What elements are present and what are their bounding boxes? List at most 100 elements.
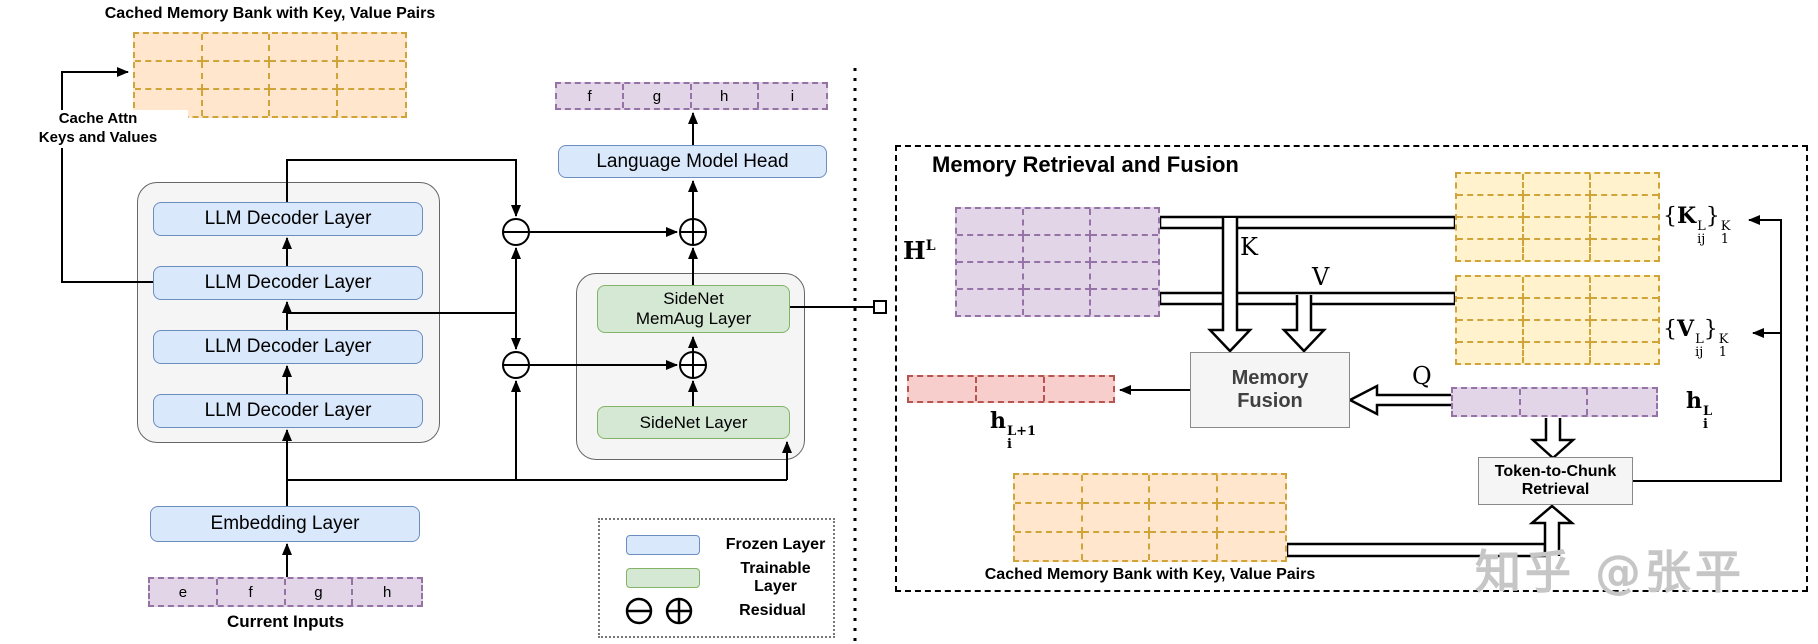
- grid-cell: [1524, 321, 1591, 343]
- v-set-outer-sup: K: [1718, 332, 1729, 347]
- grid-cell: [1591, 299, 1658, 321]
- panel-connector-square: [873, 300, 887, 314]
- k-bus-bar: [1158, 215, 1457, 230]
- cached-membank-grid-right: [1013, 473, 1287, 562]
- grid-cell: [1457, 277, 1524, 299]
- v-cache-grid: [1455, 275, 1660, 365]
- k-cache-grid: [1455, 172, 1660, 262]
- grid-cell: [1150, 533, 1218, 560]
- memory-retrieval-panel: [895, 145, 1808, 592]
- v-hollow-arrow: [1281, 295, 1327, 353]
- h-i-sub: i: [1703, 417, 1708, 432]
- k-set-outer-sup: K: [1720, 219, 1731, 234]
- grid-cell: [1591, 218, 1658, 240]
- watermark: 知乎 @张平: [1475, 545, 1746, 599]
- k-label: K: [1240, 233, 1258, 261]
- grid-cell: [957, 263, 1024, 290]
- output-token-cell: h: [692, 84, 759, 108]
- k-set-close: }: [1705, 204, 1720, 229]
- k-set-base: K: [1677, 203, 1697, 229]
- grid-cell: [1524, 174, 1591, 196]
- grid-cell: [1015, 475, 1083, 504]
- input-token-cell: h: [382, 583, 392, 601]
- grid-cell: [1083, 533, 1150, 560]
- hidden-to-retrieval-hollow-arrow: [1529, 418, 1577, 460]
- grid-cell: [270, 34, 338, 62]
- retrieval-line2: Retrieval: [1521, 481, 1590, 498]
- grid-cell: [202, 34, 270, 62]
- llm-decoder-layer-3: LLM Decoder Layer: [153, 330, 423, 364]
- h-i-sup: L: [1703, 404, 1713, 419]
- legend-trainable-row: Trainable Layer: [600, 559, 833, 595]
- top-hidden-tap-connector: [286, 159, 521, 217]
- grid-cell: [1457, 196, 1524, 218]
- grid-cell: [957, 290, 1024, 315]
- k-set-outer-sub: 1: [1720, 232, 1730, 247]
- input-token-row: e f g h: [148, 577, 423, 607]
- h-i-base: h: [1686, 388, 1702, 414]
- grid-cell: [1217, 504, 1285, 533]
- fusion-line1: Memory: [1231, 367, 1309, 389]
- circled-plus-icon: [665, 597, 693, 624]
- hl-base: H: [903, 236, 926, 265]
- v-set-sub: ij: [1695, 345, 1704, 360]
- v-set-close: }: [1703, 317, 1718, 342]
- grid-cell: [1082, 475, 1150, 504]
- grid-cell: [1591, 174, 1658, 196]
- cache-attn-line2: Keys and Values: [38, 128, 158, 146]
- grid-cell: [1524, 277, 1591, 299]
- residual-label: Residual: [739, 601, 806, 619]
- sidenet-memaug-box: SideNet MemAug Layer: [597, 285, 790, 333]
- retrieval-line1: Token-to-Chunk: [1494, 462, 1617, 480]
- grid-cell: [1457, 218, 1524, 240]
- language-model-head-box: Language Model Head: [558, 145, 827, 178]
- grid-cell: [1091, 263, 1158, 290]
- left-membank-title: Cached Memory Bank with Key, Value Pairs: [104, 5, 436, 22]
- trainable-layer-swatch: [626, 567, 700, 588]
- grid-cell: [1024, 236, 1091, 263]
- cached-membank-grid-left: [133, 32, 407, 118]
- circled-minus-icon: [625, 597, 653, 624]
- h-i-next-sub: i: [1007, 437, 1012, 452]
- k-set-sup: L: [1697, 219, 1706, 234]
- grid-cell: [1015, 504, 1083, 533]
- output-token-cell: i: [790, 87, 795, 105]
- cache-attn-label: Cache Attn Keys and Values: [8, 110, 188, 148]
- grid-cell: [1457, 299, 1524, 321]
- grid-cell: [1524, 299, 1591, 321]
- memaug-line2: MemAug Layer: [635, 309, 752, 328]
- v-set-open: {: [1663, 317, 1677, 342]
- llm-decoder-layer-2: LLM Decoder Layer: [153, 266, 423, 300]
- grid-cell: [1457, 321, 1524, 343]
- hidden-token-row: [1451, 387, 1658, 417]
- grid-cell: [1453, 389, 1521, 415]
- grid-cell: [337, 62, 405, 90]
- legend-residual-row: Residual: [600, 594, 833, 627]
- grid-cell: [1218, 533, 1286, 560]
- grid-cell: [1457, 343, 1524, 363]
- hl-hidden-grid: [955, 207, 1160, 317]
- trainable-layer-label: Trainable Layer: [740, 559, 811, 595]
- k-hollow-arrow: [1207, 218, 1253, 353]
- cache-attn-connector: [61, 67, 153, 283]
- right-membank-label: Cached Memory Bank with Key, Value Pairs: [984, 566, 1316, 583]
- current-inputs-label: Current Inputs: [226, 612, 345, 631]
- v-label: V: [1312, 263, 1330, 291]
- grid-cell: [977, 377, 1045, 401]
- grid-cell: [1524, 240, 1591, 260]
- frozen-layer-swatch: [626, 534, 700, 555]
- k-set-sub: ij: [1697, 232, 1706, 247]
- grid-cell: [1024, 290, 1091, 315]
- v-set-outer-sub: 1: [1718, 345, 1727, 360]
- grid-cell: [1457, 240, 1524, 260]
- grid-cell: [1524, 343, 1591, 363]
- grid-cell: [1524, 218, 1591, 240]
- grid-cell: [1082, 504, 1150, 533]
- panel-title: Memory Retrieval and Fusion: [932, 152, 1239, 177]
- memaug-line1: SideNet: [663, 289, 724, 309]
- embedding-layer-box: Embedding Layer: [150, 506, 420, 542]
- v-set-base: V: [1677, 316, 1695, 342]
